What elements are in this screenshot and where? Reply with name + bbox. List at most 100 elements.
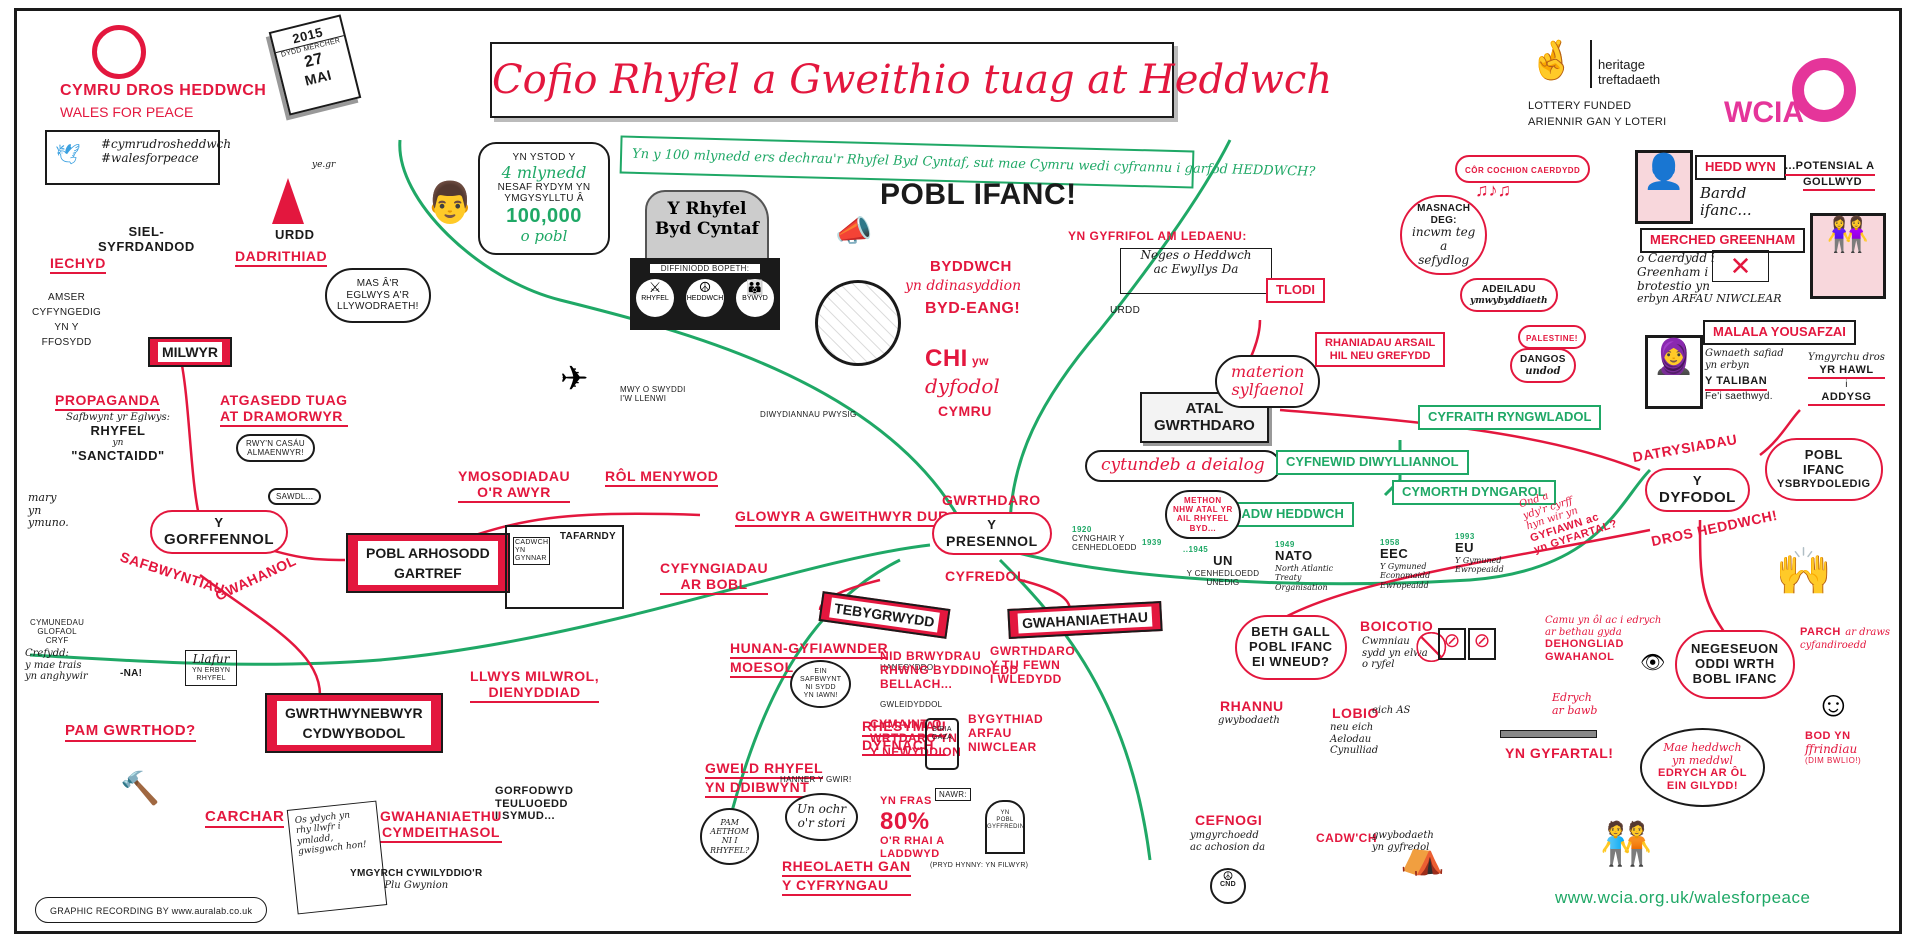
line: gwybodaeth: [1372, 830, 1434, 841]
hashtag-en[interactable]: #walesforpeace: [101, 150, 199, 165]
line: BELLACH...: [880, 676, 953, 691]
line: BYGYTHIAD: [968, 712, 1044, 726]
line: YN Y: [54, 322, 79, 333]
lottery-funded-cy: ARIENNIR GAN Y LOTERI: [1528, 116, 1667, 128]
line: Cwmniau: [1362, 636, 1410, 647]
urdd-arrow-label: ye.gr: [312, 160, 336, 170]
bubble-line: NESAF RYDYM YN: [497, 181, 591, 193]
line: YN DDIBWYNT: [705, 779, 823, 799]
youth-citizens: BYDDWCH: [930, 258, 1012, 275]
disillusion-label: DADRITHIAD: [235, 248, 328, 268]
line: Y TALIBAN: [1705, 375, 1768, 391]
line: ar bawb: [1552, 703, 1598, 717]
line: GORFODWYD: [495, 785, 574, 797]
hashtag-cy[interactable]: #cymrudrosheddwch: [101, 137, 232, 151]
cnd-label: CND: [1219, 880, 1237, 888]
line: FFOSYDD: [41, 337, 92, 348]
malala-portrait: 🧕: [1645, 335, 1703, 409]
line: GYFFREDIN: [987, 823, 1025, 830]
line: Mae heddwch: [1663, 741, 1742, 754]
canvas-frame: [14, 8, 1902, 934]
line: Gwnaeth safiad: [1705, 348, 1784, 359]
line: RHESYMAU: [862, 718, 947, 738]
prison-label: CARCHAR: [205, 808, 285, 829]
line: TEULUOEDD: [495, 797, 568, 810]
line: Greenham i: [1637, 264, 1709, 279]
timeline-name: NATO: [1275, 548, 1313, 564]
line: ar draws: [1845, 627, 1891, 638]
org-name-cy: CYMRU DROS HEDDWCH: [60, 82, 267, 99]
youth-citizens: yn ddinasyddion: [905, 278, 1022, 294]
megaphone-icon: 📣: [835, 215, 873, 248]
line: EIN: [814, 668, 827, 675]
malala-box: MALALA YOUSAFZAI: [1703, 320, 1856, 345]
line: LLWYS MILWROL,: [470, 668, 600, 684]
now-label: NAWR:: [935, 788, 971, 802]
line: ODDI WRTH: [1694, 655, 1775, 671]
line: YN IAWN!: [803, 692, 838, 700]
line: CRYF: [45, 636, 69, 646]
line: cyfandiroedd: [1800, 640, 1867, 652]
cultural-exchange-box: CYFNEWID DIWYLLIANNOL: [1276, 450, 1469, 475]
gavel-icon: 🔨: [120, 770, 160, 806]
line: Y NEWYDDION: [870, 744, 962, 759]
hashtag-box: 🕊 #cymrudrosheddwch #walesforpeace: [45, 130, 232, 185]
line: RHANIADAU ARSAIL: [1325, 337, 1436, 349]
industries-note: DIWYDIANNAU PWYSIG: [760, 410, 857, 419]
youth-citizens: BYD-EANG!: [925, 300, 1021, 317]
line: CYMUNEDAU: [30, 618, 85, 627]
red-branch: [199, 573, 322, 696]
intl-law-box: CYFRAITH RYNGWLADOL: [1418, 405, 1602, 430]
line: CYFYNGEDIG: [32, 307, 102, 318]
raised-hands-icon: 🙌: [1775, 545, 1833, 597]
line: NI SYDD: [805, 684, 836, 692]
choir-label: CÔR COCHION CAERDYDD: [1465, 166, 1581, 175]
line: SIRIA: [932, 726, 952, 733]
line: Plu Gwynion: [384, 879, 449, 891]
line: PAM: [720, 818, 739, 827]
line: IFANC: [1803, 461, 1845, 477]
timeline-desc: Y Gymuned Ewropeaidd: [1455, 556, 1504, 575]
line: ac achosion da: [1190, 841, 1266, 853]
lobby-note-first: eich AS: [1372, 705, 1411, 716]
line: PRESENNOL: [946, 532, 1038, 549]
hedd-wyn-box: HEDD WYN: [1695, 155, 1786, 180]
soldiers-box: MILWYR: [148, 337, 232, 368]
line: Crefydd:: [25, 648, 69, 659]
line: Y: [214, 515, 224, 530]
timeline-desc: CENHEDLOEDD: [1072, 543, 1137, 553]
line: cytundeb a deialog: [1101, 455, 1265, 475]
crossed-missile-icon: ✕: [1712, 250, 1769, 282]
boycott-sign-icon: ⊘: [1468, 628, 1496, 660]
line: GOLLWYD: [1803, 176, 1875, 192]
twitter-bird-icon: 🕊: [55, 144, 81, 166]
line: SAFBWYNT: [800, 676, 842, 684]
wcia-url-link[interactable]: www.wcia.org.uk/walesforpeace: [1555, 888, 1811, 907]
line: ffrindiau: [1805, 741, 1858, 756]
line: GWAHANIAETHU: [380, 808, 502, 824]
credit-text[interactable]: GRAPHIC RECORDING BY www.auralab.co.uk: [50, 906, 253, 916]
urdd-label: URDD: [275, 227, 315, 242]
rock-base: DIFFINIODD BOPETH: ⚔RHYFEL ☮HEDDWCH 👪BYW…: [630, 258, 780, 330]
people-icon: 👪BYWYD: [736, 279, 774, 318]
